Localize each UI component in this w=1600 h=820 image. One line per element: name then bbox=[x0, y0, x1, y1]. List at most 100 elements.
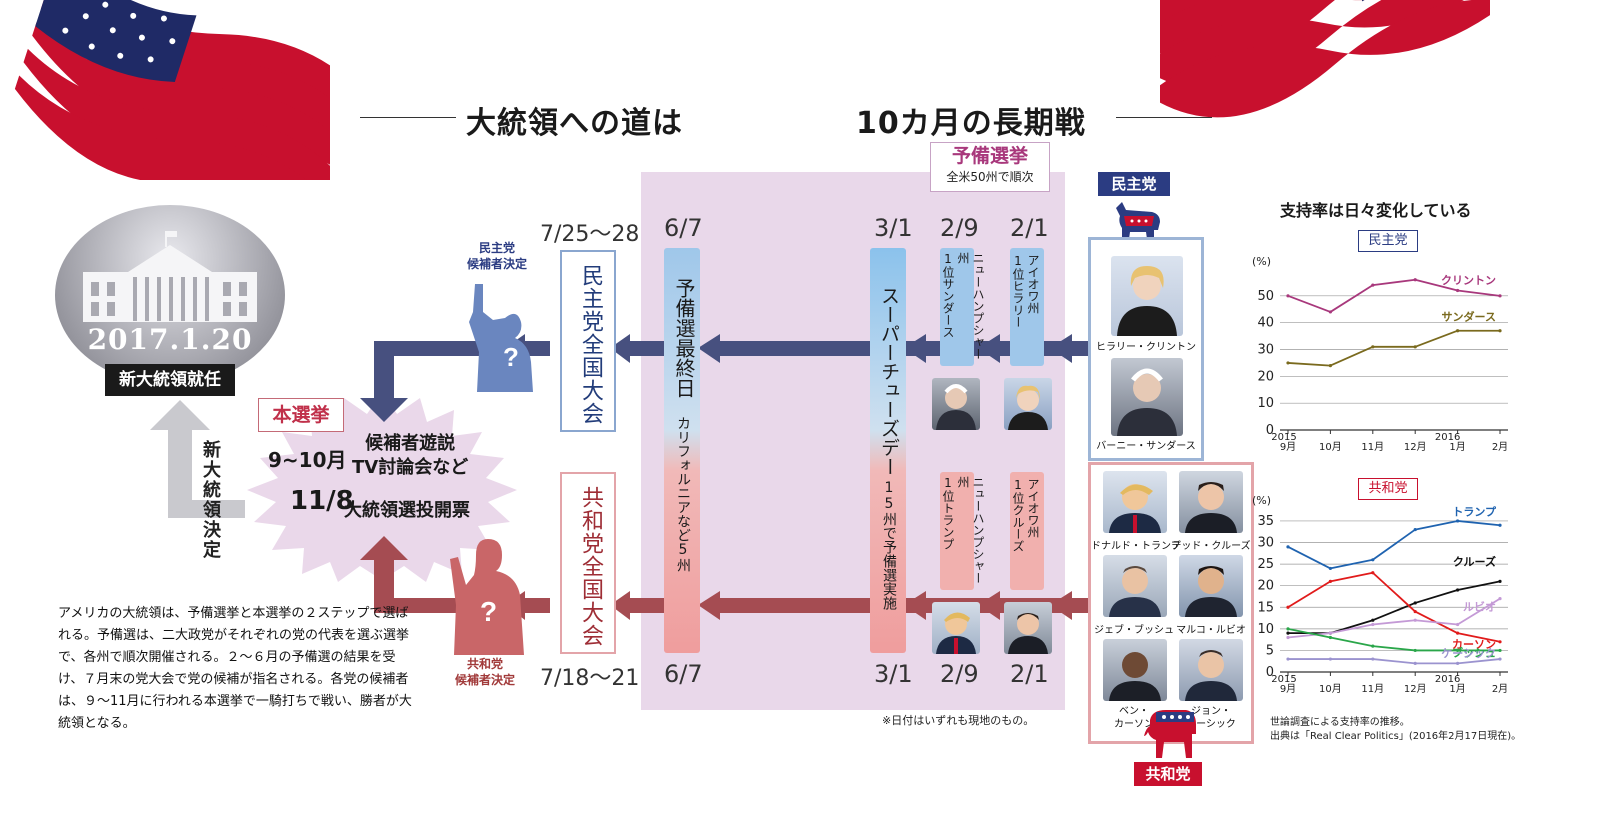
rep-convention-box: 共和党全国大会 bbox=[560, 472, 616, 654]
nh-rep-text: ニューハンプシャー州 1位トランプ bbox=[941, 476, 985, 584]
data-point bbox=[1413, 661, 1417, 665]
data-point bbox=[1328, 657, 1332, 661]
clinton-caption: ヒラリー・クリントン bbox=[1096, 342, 1196, 353]
chart-footnote-1: 世論調査による支持率の推移。 bbox=[1270, 717, 1410, 728]
data-point bbox=[1413, 609, 1417, 614]
kasich-caption: ジョン・ ケーシック bbox=[1186, 706, 1236, 730]
photo-carson bbox=[1103, 639, 1167, 701]
super-tuesday-title: スーパーチューズデー bbox=[878, 286, 900, 476]
photo-trump bbox=[1103, 471, 1167, 533]
y-tick-label: 10 bbox=[1257, 396, 1274, 411]
general-election-burst bbox=[247, 392, 517, 582]
year-label: 2016 bbox=[1435, 432, 1460, 443]
y-tick-label: 30 bbox=[1257, 343, 1274, 358]
data-point bbox=[1286, 657, 1290, 661]
dem-nominee-silhouette: ? bbox=[469, 284, 533, 392]
data-point bbox=[1371, 644, 1375, 648]
data-point bbox=[1456, 622, 1460, 627]
final-day-sub: カリフォルニアなど5州 bbox=[675, 416, 691, 572]
x-tick-label: 9月 bbox=[1280, 683, 1296, 695]
title-rule-left bbox=[360, 117, 456, 118]
data-point bbox=[1456, 329, 1460, 333]
data-point bbox=[1286, 635, 1290, 640]
data-point bbox=[1498, 329, 1502, 333]
y-tick-label: 20 bbox=[1257, 369, 1274, 384]
dem-chart-title: 民主党 bbox=[1358, 230, 1418, 252]
photo-sanders bbox=[1111, 358, 1183, 436]
dem-party-tag: 民主党 bbox=[1098, 172, 1170, 196]
series-label: ルビオ bbox=[1463, 600, 1496, 614]
data-point bbox=[1328, 579, 1332, 583]
inauguration-label: 新大統領就任 bbox=[105, 364, 235, 396]
data-point bbox=[1498, 657, 1502, 661]
data-point bbox=[1413, 527, 1417, 532]
rep-convention-label: 共和党全国大会 bbox=[578, 486, 603, 647]
general-events: 候補者遊説 TV討論会など bbox=[352, 433, 469, 478]
data-point bbox=[1456, 631, 1460, 635]
primary-tag-sub: 全米50州で順次 bbox=[946, 170, 1034, 184]
data-point bbox=[1413, 345, 1417, 349]
nh-dem-text: ニューハンプシャー州 1位サンダース bbox=[941, 252, 985, 360]
data-point bbox=[1328, 566, 1332, 571]
white-house-oval: 2017.1.20 bbox=[55, 205, 285, 385]
iowa-rep-pillar: アイオワ州 1位クルーズ bbox=[1010, 472, 1044, 590]
general-months: 9~10月 bbox=[268, 448, 347, 472]
rep-party-tag: 共和党 bbox=[1134, 762, 1202, 786]
super-tuesday-date-top: 3/1 bbox=[874, 214, 913, 242]
series-line-0 bbox=[1287, 278, 1501, 313]
data-point bbox=[1456, 648, 1460, 653]
rep-nominee-silhouette: ? bbox=[450, 539, 524, 655]
rep-nominee-label: 共和党 候補者決定 bbox=[454, 657, 515, 687]
x-tick-label: 1月 bbox=[1449, 441, 1465, 453]
nh-dem-pillar: ニューハンプシャー州 1位サンダース bbox=[940, 248, 985, 366]
chart-footnote-2: 出典は「Real Clear Politics」(2016年2月17日現在)。 bbox=[1270, 731, 1522, 742]
dem-convention-box: 民主党全国大会 bbox=[560, 250, 616, 432]
photo-sanders-small bbox=[932, 378, 980, 430]
y-tick-label: 10 bbox=[1257, 622, 1274, 637]
nh-date-bottom: 2/9 bbox=[940, 660, 979, 688]
y-axis-unit: (%) bbox=[1252, 494, 1271, 507]
arrow-dem-convention bbox=[698, 334, 720, 363]
year-label: 2016 bbox=[1435, 674, 1460, 685]
dates-note: ※日付はいずれも現地のもの。 bbox=[882, 714, 1035, 727]
series-label: ケーシック bbox=[1441, 647, 1496, 660]
x-tick-label: 11月 bbox=[1361, 683, 1384, 695]
data-point bbox=[1371, 657, 1375, 661]
data-point bbox=[1286, 605, 1290, 609]
y-tick-label: 40 bbox=[1257, 316, 1274, 331]
primary-tag-title: 予備選挙 bbox=[951, 145, 1028, 167]
y-tick-label: 25 bbox=[1257, 557, 1274, 572]
photo-clinton-small bbox=[1004, 378, 1052, 430]
elephant-icon bbox=[1144, 710, 1196, 758]
data-point bbox=[1456, 288, 1460, 293]
data-point bbox=[1328, 635, 1332, 640]
us-flag-right bbox=[1160, 0, 1490, 180]
data-point bbox=[1498, 579, 1502, 583]
photo-cruz-small bbox=[1004, 602, 1052, 654]
data-point bbox=[1286, 294, 1290, 298]
x-tick-label: 9月 bbox=[1280, 441, 1296, 453]
photo-clinton bbox=[1111, 256, 1183, 336]
series-label: クリントン bbox=[1441, 274, 1496, 287]
photo-cruz bbox=[1179, 471, 1243, 533]
data-point bbox=[1413, 648, 1417, 653]
dem-convention-label: 民主党全国大会 bbox=[578, 264, 603, 425]
svg-text:?: ? bbox=[503, 342, 519, 372]
bush-caption: ジェブ・ブッシュ bbox=[1094, 625, 1174, 636]
x-tick-label: 12月 bbox=[1404, 441, 1427, 453]
x-tick-label: 2月 bbox=[1492, 683, 1508, 695]
y-tick-label: 15 bbox=[1257, 600, 1274, 615]
iowa-dem-text: アイオワ州 1位ヒラリー bbox=[1011, 254, 1040, 328]
data-point bbox=[1371, 345, 1375, 349]
svg-text:?: ? bbox=[480, 596, 497, 627]
y-axis-unit: (%) bbox=[1252, 255, 1271, 268]
vote-label: 大統領選投開票 bbox=[344, 500, 470, 521]
data-point bbox=[1498, 648, 1502, 653]
super-tuesday-date-bottom: 3/1 bbox=[874, 660, 913, 688]
series-line-5 bbox=[1288, 658, 1501, 665]
series-line-3 bbox=[1287, 597, 1501, 639]
y-tick-label: 30 bbox=[1257, 536, 1274, 551]
series-label: サンダース bbox=[1442, 310, 1496, 324]
rep-chart-title: 共和党 bbox=[1358, 478, 1418, 500]
